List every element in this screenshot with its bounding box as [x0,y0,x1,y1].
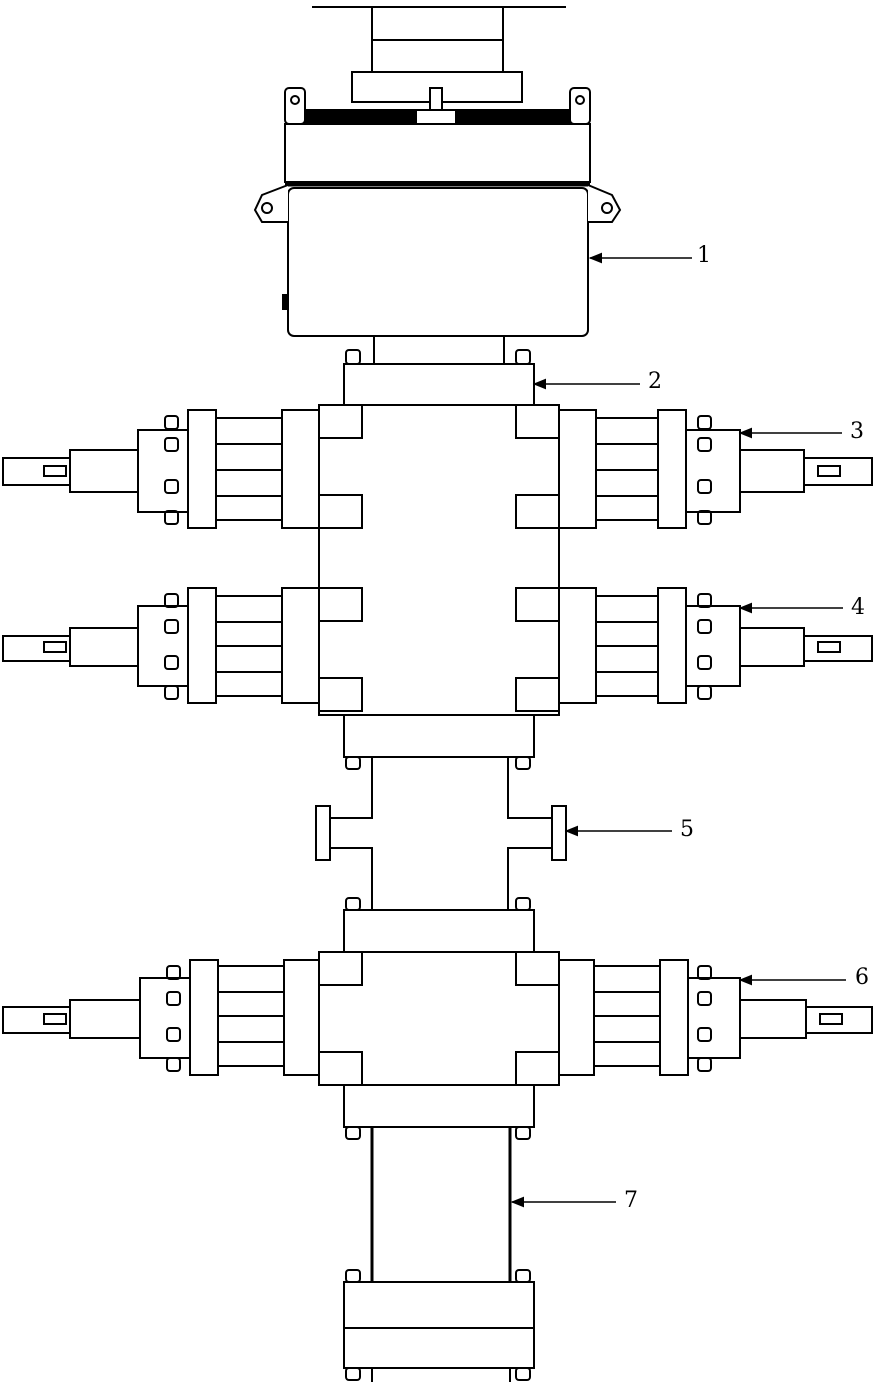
callout-label-5: 5 [680,817,694,842]
callout-label-3: 3 [850,419,864,444]
callout-label-1: 1 [697,243,711,268]
callout-label-6: 6 [855,965,869,990]
callout-label-2: 2 [648,369,662,394]
double-ram-body [318,404,560,716]
leader-lines [510,252,846,1208]
annular-preventer [253,87,622,337]
bottom-spool [370,1127,512,1282]
flange-upper [343,349,535,407]
callout-label-4: 4 [851,595,865,620]
upper-ram-bolts [164,415,712,525]
single-ram [2,951,873,1086]
lower-ram-actuators [2,587,873,704]
upper-ram-actuators [2,409,873,529]
callout-label-7: 7 [624,1188,638,1213]
lower-ram-bolts [164,593,712,700]
drilling-spool [315,757,567,910]
